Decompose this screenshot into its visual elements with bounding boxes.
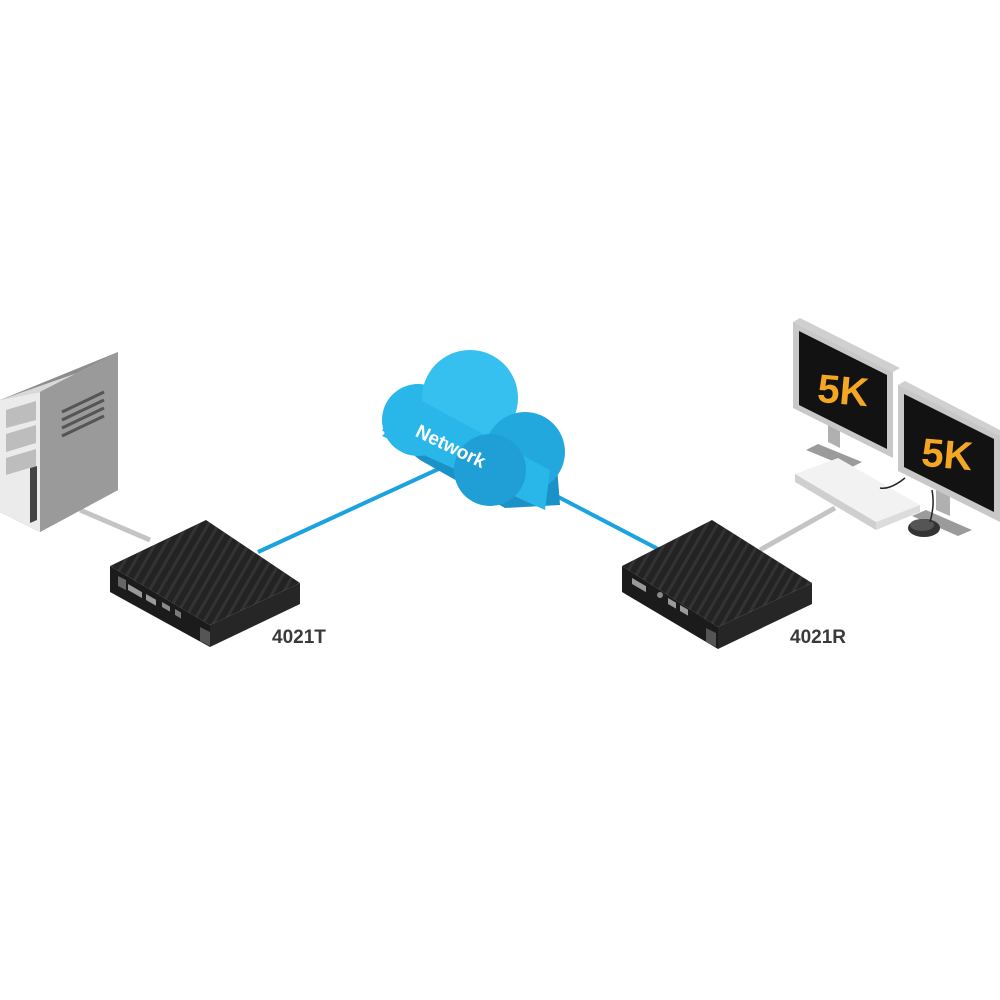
monitor-icon: 5K [793,318,900,468]
peripheral-cable [758,505,837,553]
monitor-icon: 5K [898,381,1000,536]
network-link-right [544,488,661,552]
network-cloud-icon: Network [382,350,565,510]
mouse-icon [908,489,940,537]
monitor-right-label: 5K [920,431,975,479]
network-link-left [257,464,446,554]
monitor-left-label: 5K [816,367,871,415]
kvm-receiver-icon [622,520,812,649]
keyboard-icon [795,458,920,530]
pc-cable [79,507,151,543]
computer-tower-icon [0,352,118,532]
transmitter-label: 4021T [272,627,326,648]
kvm-transmitter-icon [110,520,300,647]
receiver-label: 4021R [790,627,846,648]
